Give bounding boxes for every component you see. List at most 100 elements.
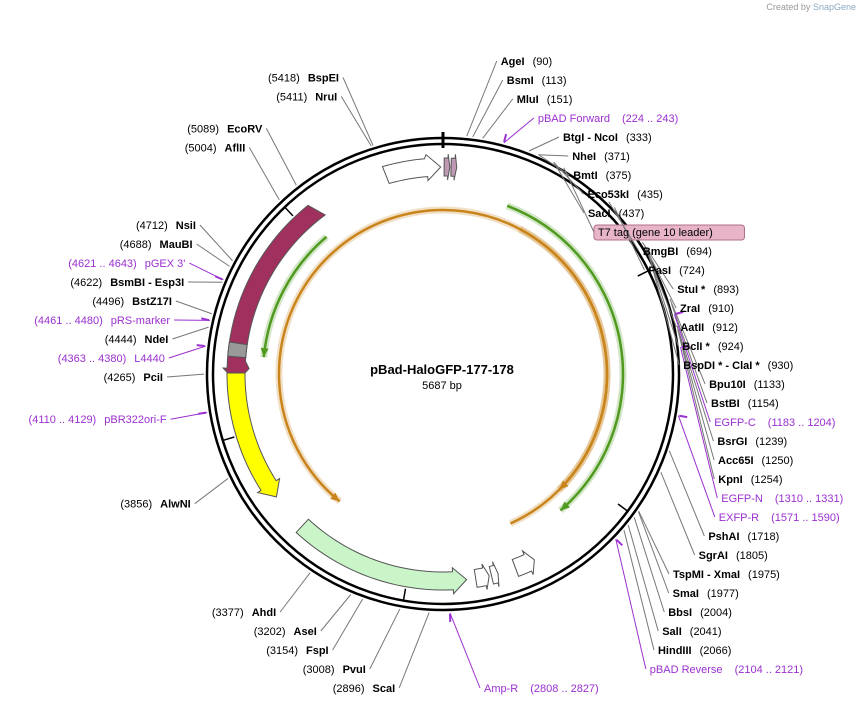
- enzyme-position: (893): [713, 284, 739, 296]
- primer-range: (1571 .. 1590): [771, 512, 840, 524]
- orf-glow: [517, 225, 611, 493]
- enzyme-label: BstBI(1154): [711, 398, 779, 410]
- label-leader: [613, 207, 645, 271]
- primer-name: EGFP-N: [721, 493, 763, 505]
- feature-rrnb-t1-terminator-arrow: [511, 549, 535, 577]
- enzyme-name: NsiI: [176, 220, 196, 232]
- label-leader: [175, 300, 212, 315]
- tick-mark: [637, 269, 649, 277]
- primer-mark: [503, 133, 508, 143]
- label-leader: [196, 243, 230, 267]
- primer-name: EXFP-R: [719, 512, 759, 524]
- primer-mark: [679, 414, 688, 419]
- enzyme-position: (3377): [212, 607, 244, 619]
- label-leader: [466, 60, 498, 137]
- label-leader: [194, 478, 229, 505]
- label-leaders: [166, 60, 745, 689]
- enzyme-position: (724): [679, 265, 705, 277]
- enzyme-position: (1154): [748, 398, 779, 410]
- site-labels: AgeI(90)BsmI(113)MluI(151)pBAD Forward(2…: [29, 56, 844, 695]
- primer-name: pBAD Forward: [538, 113, 610, 125]
- enzyme-position: (924): [718, 341, 744, 353]
- enzyme-name: SmaI: [673, 588, 699, 600]
- enzyme-label: BmtI(375): [573, 170, 631, 182]
- enzyme-label: BsmI(113): [507, 75, 567, 87]
- enzyme-position: (435): [637, 189, 663, 201]
- enzyme-label: (5411)NruI: [276, 91, 337, 103]
- enzyme-label: (3154)FspI: [266, 645, 328, 657]
- enzyme-position: (3008): [303, 664, 335, 676]
- enzyme-name: HindIII: [658, 645, 692, 657]
- label-leader: [340, 96, 372, 147]
- enzyme-name: AseI: [294, 626, 317, 638]
- label-leader: [638, 510, 670, 575]
- enzyme-position: (930): [768, 360, 794, 372]
- label-leader: [166, 373, 205, 378]
- plasmid-name: pBad-HaloGFP-177-178: [370, 362, 514, 377]
- enzyme-label: (3856)AlwNI: [120, 499, 190, 511]
- primer-label: pBAD Reverse(2104 .. 2121): [650, 664, 803, 676]
- enzyme-label: (4265)PciI: [104, 372, 163, 384]
- enzyme-position: (912): [712, 322, 738, 334]
- highlight-name: T7 tag (gene 10 leader): [598, 227, 713, 239]
- enzyme-label: Eco53kI(435): [587, 189, 662, 201]
- enzyme-position: (910): [708, 303, 734, 315]
- enzyme-label: BclI *(924): [682, 341, 743, 353]
- enzyme-label: (3008) PvuI: [303, 664, 366, 676]
- primer-label: (4110 .. 4129) pBR322ori-F: [29, 414, 167, 426]
- label-leader: [677, 329, 715, 480]
- label-leader: [671, 304, 708, 404]
- enzyme-label: (5089)EcoRV: [187, 123, 263, 135]
- enzyme-name: StuI *: [677, 284, 706, 296]
- label-leader: [320, 594, 352, 632]
- enzyme-position: (1805): [736, 550, 768, 562]
- enzyme-label: AgeI(90): [501, 56, 552, 68]
- enzyme-position: (4496): [92, 296, 124, 308]
- enzyme-position: (371): [604, 151, 630, 163]
- enzyme-position: (1133): [754, 379, 785, 391]
- enzyme-name: AhdI: [252, 607, 276, 619]
- enzyme-name: PvuI: [343, 664, 366, 676]
- feature-arrows: [221, 153, 535, 595]
- enzyme-name: BstZ17I: [132, 296, 172, 308]
- label-leader: [482, 98, 514, 139]
- enzyme-label: BsrGI(1239): [717, 436, 787, 448]
- enzyme-label: SalI(2041): [662, 626, 721, 638]
- feature-6xhis-arrow: [443, 153, 451, 181]
- enzyme-name: KpnI: [718, 474, 742, 486]
- primer-mark: [675, 311, 684, 315]
- feature-ori-arrow: [226, 372, 281, 498]
- tick-mark: [222, 436, 235, 442]
- primer-mark: [196, 344, 205, 348]
- feature-arac-arrow: [221, 204, 327, 383]
- enzyme-name: BspDI * - ClaI *: [683, 360, 760, 372]
- enzyme-position: (113): [542, 75, 567, 87]
- primer-name: EGFP-C: [714, 417, 756, 429]
- primer-label: EGFP-C(1183 .. 1204): [714, 417, 835, 429]
- label-leader: [538, 154, 570, 176]
- primer-range: (2104 .. 2121): [735, 664, 804, 676]
- primer-range: (4110 .. 4129): [29, 414, 97, 426]
- primer-range: (224 .. 243): [622, 113, 678, 125]
- feature-xpress-tag-arrow: [450, 154, 458, 181]
- orf-arc: [277, 208, 609, 525]
- primer-name: pBR322ori-F: [104, 414, 167, 426]
- tick-mark: [284, 206, 294, 217]
- enzyme-label: PshAI(1718): [708, 531, 779, 543]
- primer-name: Amp-R: [484, 683, 518, 695]
- enzyme-position: (2004): [700, 607, 732, 619]
- enzyme-position: (4622): [70, 277, 102, 289]
- enzyme-label: SmaI(1977): [673, 588, 739, 600]
- label-leader: [168, 345, 206, 359]
- enzyme-position: (2896): [333, 683, 365, 695]
- enzyme-name: BspEI: [308, 72, 339, 84]
- highlight-box: [593, 224, 745, 241]
- enzyme-position: (694): [686, 246, 712, 258]
- orf-arrowhead: [330, 492, 340, 502]
- enzyme-name: Bpu10I: [709, 379, 746, 391]
- snapgene-credit: Created by SnapGene: [766, 2, 856, 12]
- enzyme-label: (3202)AseI: [254, 626, 317, 638]
- enzyme-name: PciI: [143, 372, 163, 384]
- label-leader: [472, 79, 504, 138]
